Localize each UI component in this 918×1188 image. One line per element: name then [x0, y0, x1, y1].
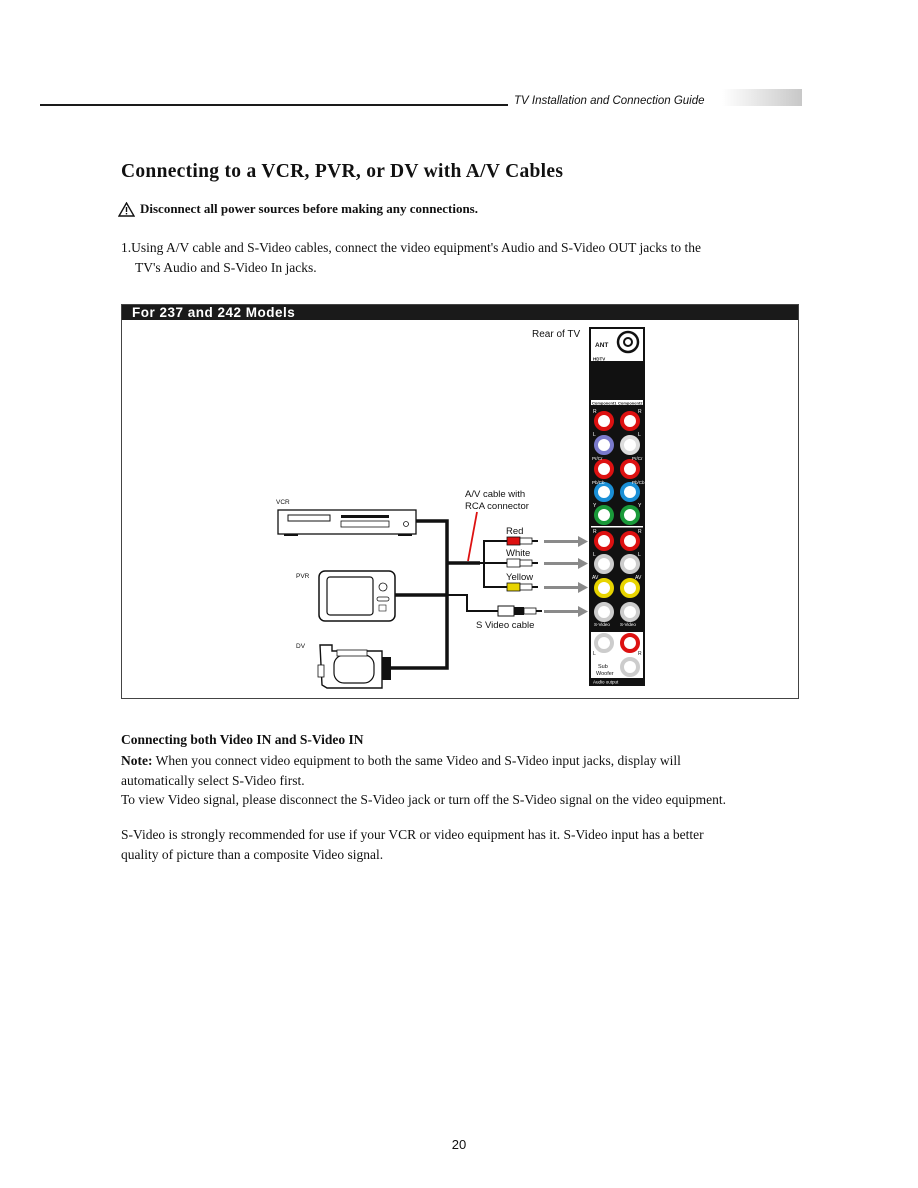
av-cable-label-2: RCA connector — [465, 501, 529, 512]
av1-audio-l-jack — [594, 554, 614, 574]
comp2-pb-jack — [620, 482, 640, 502]
yellow-label: Yellow — [506, 572, 533, 583]
note-label: Note: — [121, 753, 153, 768]
subwoofer-jack — [620, 657, 640, 677]
av-cable-pointer — [467, 511, 478, 562]
comp1-prcr-label: Pr/Cr — [592, 456, 603, 461]
white-label: White — [506, 548, 530, 559]
comp1-audio-r-jack — [594, 411, 614, 431]
connection-diagram: For 237 and 242 Models Rear of TV ANT HD… — [121, 304, 799, 699]
vcr-device — [277, 509, 417, 536]
woofer-label: Woofer — [596, 671, 614, 677]
pvr-device — [318, 570, 396, 622]
av2-r-label: R — [638, 529, 642, 535]
page-number: 20 — [451, 1137, 467, 1152]
cable-split — [447, 540, 507, 612]
svideo-cable-label: S Video cable — [476, 620, 534, 631]
av1-label: AV — [592, 575, 599, 581]
audio-out-r-label: R — [638, 651, 642, 657]
svideo2-label: S-Video — [620, 622, 636, 627]
red-rca-plug — [506, 536, 538, 546]
comp1-y-jack — [594, 505, 614, 525]
dv-device — [317, 644, 391, 689]
warning-icon — [118, 201, 135, 217]
ant-label: ANT — [595, 342, 608, 349]
sub-label: Sub — [598, 664, 608, 670]
red-label: Red — [506, 526, 523, 537]
comp1-audio-l-jack — [594, 435, 614, 455]
av1-r-label: R — [593, 529, 597, 535]
svideo1-label: S-Video — [594, 622, 610, 627]
page-title: Connecting to a VCR, PVR, or DV with A/V… — [121, 161, 564, 182]
step-1-line-1: 1.Using A/V cable and S-Video cables, co… — [121, 240, 701, 255]
comp2-pr-jack — [620, 459, 640, 479]
audio-out-l-jack — [594, 633, 614, 653]
warning-line: Disconnect all power sources before maki… — [118, 201, 478, 217]
comp1-l-label: L — [593, 432, 596, 438]
comp2-audio-r-jack — [620, 411, 640, 431]
note-paragraph: Note: When you connect video equipment t… — [121, 751, 841, 810]
svideo2-jack — [620, 602, 640, 622]
header-gradient-bar — [722, 89, 802, 106]
para-line-1: S-Video is strongly recommended for use … — [121, 827, 704, 842]
comp1-r-label: R — [593, 409, 597, 415]
comp2-prcr-label: Pr/Cr — [632, 456, 643, 461]
tv-rear-panel: ANT HDTV Component1 Component2 R R L L — [589, 327, 645, 686]
audio-out-l-label: L — [593, 651, 596, 657]
av2-label: AV — [635, 575, 642, 581]
comp2-y-jack — [620, 505, 640, 525]
av1-l-label: L — [593, 552, 596, 558]
av-cable-label-1: A/V cable with — [465, 489, 525, 500]
audio-output-label: Audio output — [593, 680, 619, 685]
comp1-y-label: Y — [593, 503, 597, 509]
pvr-label: PVR — [296, 573, 310, 580]
diagram-title: For 237 and 242 Models — [122, 305, 798, 320]
av2-audio-l-jack — [620, 554, 640, 574]
component2-label: Component2 — [618, 401, 643, 406]
comp1-pb-jack — [594, 482, 614, 502]
header-rule — [40, 104, 508, 106]
comp2-audio-l-jack — [620, 435, 640, 455]
para-line-2: quality of picture than a composite Vide… — [121, 846, 384, 862]
svideo-recommendation: S-Video is strongly recommended for use … — [121, 825, 801, 864]
white-rca-plug — [506, 558, 538, 568]
rear-of-tv-label: Rear of TV — [532, 329, 580, 340]
av2-l-label: L — [638, 552, 641, 558]
svideo-plug — [497, 605, 542, 617]
comp2-r-label: R — [638, 409, 642, 415]
step-1: 1.Using A/V cable and S-Video cables, co… — [121, 238, 801, 277]
comp2-pbcb-label: Pb/Cb — [632, 480, 645, 485]
diagram-canvas: Rear of TV ANT HDTV Component1 Component… — [276, 327, 645, 689]
comp2-y-label: Y — [638, 503, 642, 509]
av2-video-jack — [620, 578, 640, 598]
warning-text: Disconnect all power sources before maki… — [140, 201, 478, 216]
comp1-pr-jack — [594, 459, 614, 479]
dv-label: DV — [296, 643, 306, 650]
connection-arrows — [544, 536, 588, 617]
av1-video-jack — [594, 578, 614, 598]
note-line-2: automatically select S-Video first. — [121, 772, 305, 788]
note-text: When you connect video equipment to both… — [152, 753, 681, 768]
step-1-line-2: TV's Audio and S-Video In jacks. — [135, 259, 317, 275]
note-line-3: To view Video signal, please disconnect … — [121, 792, 726, 807]
section-title: Connecting both Video IN and S-Video IN — [121, 732, 364, 747]
hdtv-label: HDTV — [593, 357, 605, 362]
comp2-l-label: L — [638, 432, 641, 438]
comp1-pbcb-label: Pb/Cb — [592, 480, 605, 485]
header-title: TV Installation and Connection Guide — [514, 95, 705, 107]
audio-out-r-jack — [620, 633, 640, 653]
component1-label: Component1 — [592, 401, 617, 406]
av1-audio-r-jack — [594, 531, 614, 551]
vcr-label: VCR — [276, 499, 290, 506]
device-cables — [391, 519, 480, 670]
av2-audio-r-jack — [620, 531, 640, 551]
svideo1-jack — [594, 602, 614, 622]
yellow-rca-plug — [506, 582, 538, 592]
